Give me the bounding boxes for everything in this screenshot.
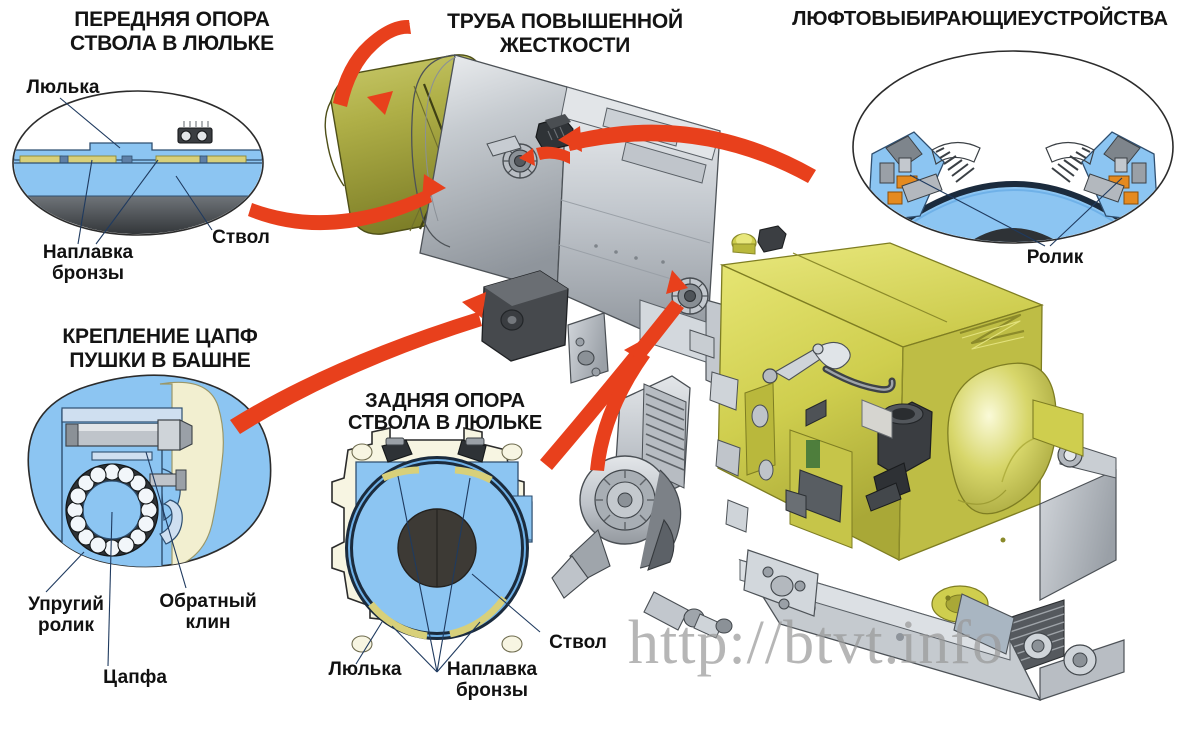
misc-fittings xyxy=(689,329,774,533)
recoil-housing xyxy=(556,86,721,359)
rear-clamp-blocks xyxy=(381,437,487,463)
plate-stack xyxy=(1001,599,1065,679)
label-front-bronze-overlay: Наплавка бронзы xyxy=(42,242,134,284)
label-rear-barrel: Ствол xyxy=(549,632,607,653)
cradle-rails xyxy=(639,299,743,397)
arrow-stiff-tube xyxy=(333,19,411,115)
callout-title-trunnion-mount: КРЕПЛЕНИЕ ЦАПФ ПУШКИ В БАШНЕ xyxy=(62,325,258,372)
label-backlash-roller: Ролик xyxy=(1026,247,1084,268)
underside-gearbox xyxy=(481,270,569,362)
arrow-front-support xyxy=(248,174,446,231)
rear-bearing-boss xyxy=(671,277,709,315)
right-frame-plate xyxy=(1032,399,1117,601)
label-front-barrel: Ствол xyxy=(212,227,270,248)
callout-title-stiff-tube: ТРУБА ПОВЫШЕННОЙ ЖЕСТКОСТИ xyxy=(447,10,683,57)
yellow-cap xyxy=(731,233,757,255)
gear-fins xyxy=(641,383,687,489)
spring-right xyxy=(1051,147,1091,183)
backlash-device-right xyxy=(1045,131,1163,242)
universal-joint xyxy=(551,529,611,599)
label-trunnion: Цапфа xyxy=(103,667,167,688)
detail-backlash-devices xyxy=(852,50,1174,247)
front-detail-boss xyxy=(177,121,213,144)
backlash-device-left xyxy=(863,131,981,242)
barrel-front-section xyxy=(411,54,568,293)
top-sensor-head xyxy=(535,114,574,152)
label-rear-bronze-overlay: Наплавка бронзы xyxy=(446,659,538,701)
muzzle-thermal-sleeve xyxy=(324,54,512,235)
trunnion-bearing xyxy=(65,463,159,557)
arrow-backlash xyxy=(558,124,816,183)
label-front-cradle: Люлька xyxy=(26,77,100,98)
spring-left xyxy=(935,147,975,183)
mid-mount-flange xyxy=(567,312,609,384)
source-watermark: http://btvt.info xyxy=(628,609,1004,677)
callout-title-backlash-devices: ЛЮФТОВЫБИРАЮЩИЕУСТРОЙСТВА xyxy=(792,7,1168,30)
detail-front-support xyxy=(12,90,264,245)
breech-bowl xyxy=(947,362,1057,543)
label-reverse-wedge: Обратный клин xyxy=(159,591,257,633)
small-black-fitting xyxy=(757,225,787,253)
callout-title-front-support: ПЕРЕДНЯЯ ОПОРА СТВОЛА В ЛЮЛЬКЕ xyxy=(70,8,274,55)
bottom-mount-flange xyxy=(743,549,819,617)
breech-internal-frame xyxy=(744,382,893,549)
arrow-mid-up xyxy=(590,338,650,471)
barrel-front-bearing-boss xyxy=(486,135,538,179)
breech-latch-lever xyxy=(762,341,896,394)
label-rear-cradle: Люлька xyxy=(328,659,402,680)
label-elastic-roller: Упругий ролик xyxy=(28,594,104,636)
detail-rear-support xyxy=(331,427,541,673)
callout-title-rear-support: ЗАДНЯЯ ОПОРА СТВОЛА В ЛЮЛЬКЕ xyxy=(347,390,543,435)
arrow-rear-support xyxy=(540,270,688,470)
gun-assembly-3d xyxy=(324,54,1125,702)
breech-black-tube xyxy=(865,401,933,512)
arrow-tube-tip xyxy=(519,146,570,166)
